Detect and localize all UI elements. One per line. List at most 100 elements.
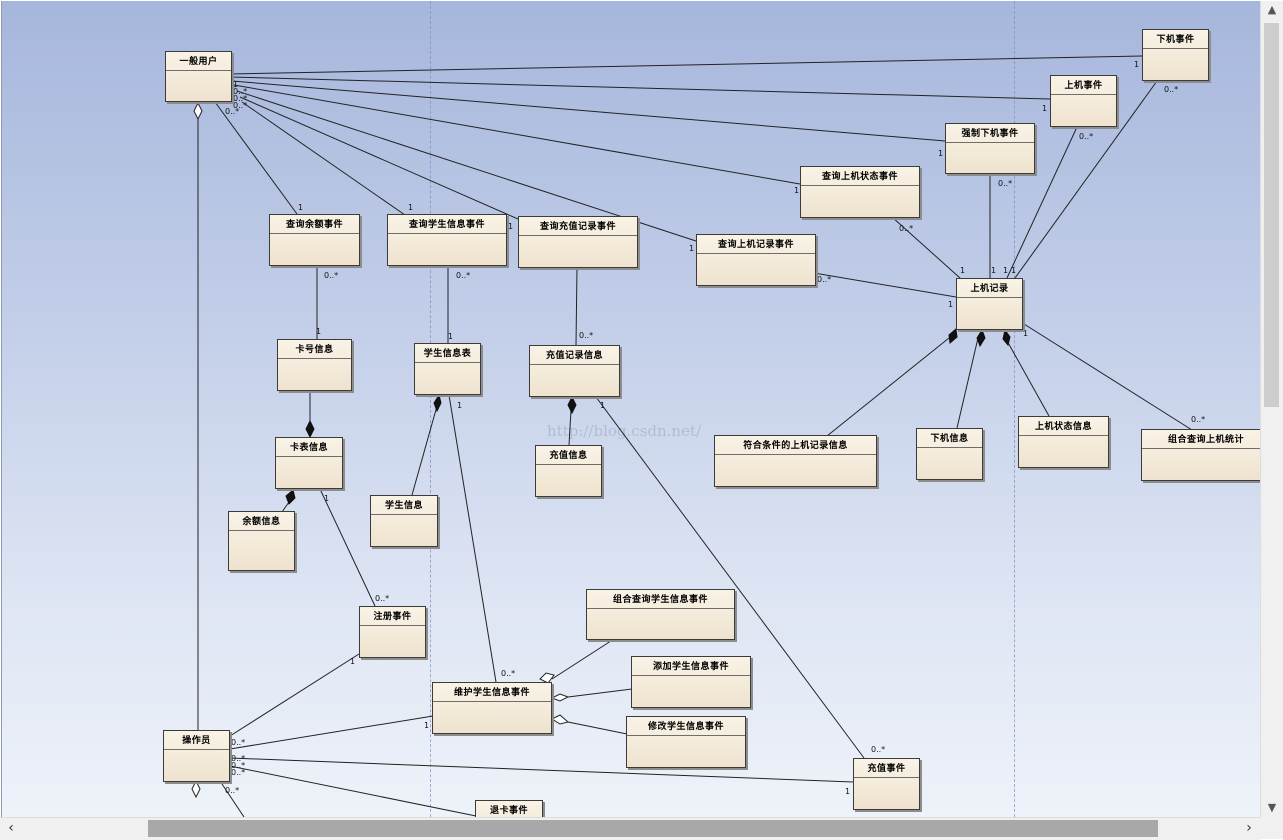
class-name: 学生信息	[371, 496, 437, 515]
class-recharge-record-info[interactable]: 充值记录信息	[529, 345, 620, 397]
class-name: 上机记录	[957, 279, 1022, 298]
svg-text:0..*: 0..*	[579, 331, 593, 340]
svg-text:1: 1	[508, 222, 513, 231]
svg-text:1: 1	[600, 401, 605, 410]
class-register-event[interactable]: 注册事件	[359, 606, 426, 658]
class-name: 余额信息	[229, 512, 294, 531]
class-name: 查询上机记录事件	[697, 235, 815, 254]
class-student-info-table[interactable]: 学生信息表	[414, 343, 481, 395]
class-name: 卡号信息	[278, 340, 351, 359]
svg-text:0..*: 0..*	[231, 761, 245, 770]
class-recharge-event[interactable]: 充值事件	[853, 758, 920, 810]
svg-text:1: 1	[948, 300, 953, 309]
svg-text:0..*: 0..*	[501, 669, 515, 678]
svg-text:0..*: 0..*	[375, 594, 389, 603]
class-matching-logon-record-info[interactable]: 符合条件的上机记录信息	[714, 435, 877, 487]
class-card-table-info[interactable]: 卡表信息	[275, 437, 343, 489]
class-name: 充值信息	[536, 446, 601, 465]
class-name: 符合条件的上机记录信息	[715, 436, 876, 455]
svg-text:1: 1	[350, 657, 355, 666]
svg-text:0..*: 0..*	[1164, 85, 1178, 94]
class-card-number-info[interactable]: 卡号信息	[277, 339, 352, 391]
class-name: 下机信息	[917, 429, 982, 448]
class-name: 充值事件	[854, 759, 919, 778]
class-combined-query-student-event[interactable]: 组合查询学生信息事件	[586, 589, 735, 640]
svg-text:0..*: 0..*	[1191, 415, 1205, 424]
svg-text:0..*: 0..*	[1079, 132, 1093, 141]
class-logoff-info[interactable]: 下机信息	[916, 428, 983, 480]
class-name: 上机状态信息	[1019, 417, 1108, 436]
class-name: 添加学生信息事件	[632, 657, 750, 676]
class-logon-event[interactable]: 上机事件	[1050, 75, 1117, 127]
class-forced-logoff-event[interactable]: 强制下机事件	[945, 123, 1035, 174]
horizontal-scroll-thumb[interactable]	[148, 820, 1158, 837]
class-recharge-info[interactable]: 充值信息	[535, 445, 602, 497]
class-name: 充值记录信息	[530, 346, 619, 365]
svg-text:0..*: 0..*	[233, 94, 247, 103]
class-logon-record[interactable]: 上机记录	[956, 278, 1023, 330]
class-query-logon-record-event[interactable]: 查询上机记录事件	[696, 234, 816, 286]
class-query-logon-status-event[interactable]: 查询上机状态事件	[800, 166, 920, 218]
class-query-recharge-record-event[interactable]: 查询充值记录事件	[518, 216, 638, 268]
svg-text:0..*: 0..*	[817, 275, 831, 284]
class-name: 维护学生信息事件	[433, 683, 551, 702]
class-balance-info[interactable]: 余额信息	[228, 511, 295, 571]
svg-text:0..*: 0..*	[233, 87, 247, 96]
svg-text:0..*: 0..*	[899, 224, 913, 233]
class-name: 查询余额事件	[270, 215, 359, 234]
class-name: 查询上机状态事件	[801, 167, 919, 186]
class-name: 一般用户	[166, 52, 231, 71]
class-name: 操作员	[164, 731, 229, 750]
svg-text:0..*: 0..*	[233, 101, 247, 110]
class-query-student-info-event[interactable]: 查询学生信息事件	[387, 214, 507, 266]
svg-text:1: 1	[689, 244, 694, 253]
svg-text:1: 1	[938, 149, 943, 158]
class-maintain-student-event[interactable]: 维护学生信息事件	[432, 682, 552, 734]
svg-text:1: 1	[457, 401, 462, 410]
class-combined-logon-stats[interactable]: 组合查询上机统计	[1141, 429, 1260, 481]
svg-text:0..*: 0..*	[225, 786, 239, 795]
svg-text:0..*: 0..*	[456, 271, 470, 280]
class-modify-student-event[interactable]: 修改学生信息事件	[626, 716, 746, 768]
diagram-canvas[interactable]: http://blog.csdn.net/	[1, 1, 1260, 817]
svg-text:0..*: 0..*	[225, 107, 239, 116]
svg-text:1: 1	[1003, 266, 1008, 275]
svg-text:0..*: 0..*	[231, 754, 245, 763]
scroll-down-icon[interactable]: ▼	[1267, 801, 1277, 814]
class-operator[interactable]: 操作员	[163, 730, 230, 782]
class-name: 注册事件	[360, 607, 425, 626]
class-add-student-event[interactable]: 添加学生信息事件	[631, 656, 751, 708]
association-lines: 1 0..* 1 0..* 1 0..* 1 0..* 1 0..* 1 1 1…	[191, 55, 1205, 817]
class-general-user[interactable]: 一般用户	[165, 51, 232, 102]
class-name: 学生信息表	[415, 344, 480, 363]
class-query-balance-event[interactable]: 查询余额事件	[269, 214, 360, 266]
svg-text:0..*: 0..*	[231, 768, 245, 777]
svg-text:1: 1	[408, 203, 413, 212]
svg-text:0..*: 0..*	[871, 745, 885, 754]
class-logon-status-info[interactable]: 上机状态信息	[1018, 416, 1109, 468]
svg-text:1: 1	[1042, 104, 1047, 113]
class-logoff-event[interactable]: 下机事件	[1142, 29, 1209, 81]
class-return-card-event[interactable]: 退卡事件	[475, 800, 543, 817]
watermark-text: http://blog.csdn.net/	[547, 422, 702, 440]
svg-text:1: 1	[794, 186, 799, 195]
svg-text:1: 1	[960, 266, 965, 275]
class-name: 卡表信息	[276, 438, 342, 457]
class-name: 下机事件	[1143, 30, 1208, 49]
svg-text:0..*: 0..*	[231, 738, 245, 747]
scroll-left-icon[interactable]: ‹	[8, 820, 14, 836]
svg-text:0..*: 0..*	[998, 179, 1012, 188]
scroll-right-icon[interactable]: ›	[1246, 820, 1252, 836]
vertical-scroll-thumb[interactable]	[1264, 23, 1279, 407]
class-student-info[interactable]: 学生信息	[370, 495, 438, 547]
class-name: 退卡事件	[476, 801, 542, 817]
svg-text:1: 1	[448, 332, 453, 341]
class-name: 查询充值记录事件	[519, 217, 637, 236]
svg-text:1: 1	[991, 266, 996, 275]
class-name: 修改学生信息事件	[627, 717, 745, 736]
horizontal-scrollbar[interactable]: ‹ ›	[0, 817, 1260, 840]
svg-text:1: 1	[316, 327, 321, 336]
class-name: 强制下机事件	[946, 124, 1034, 143]
vertical-scrollbar[interactable]: ▲ ▼	[1260, 1, 1283, 817]
scroll-up-icon[interactable]: ▲	[1267, 3, 1277, 16]
